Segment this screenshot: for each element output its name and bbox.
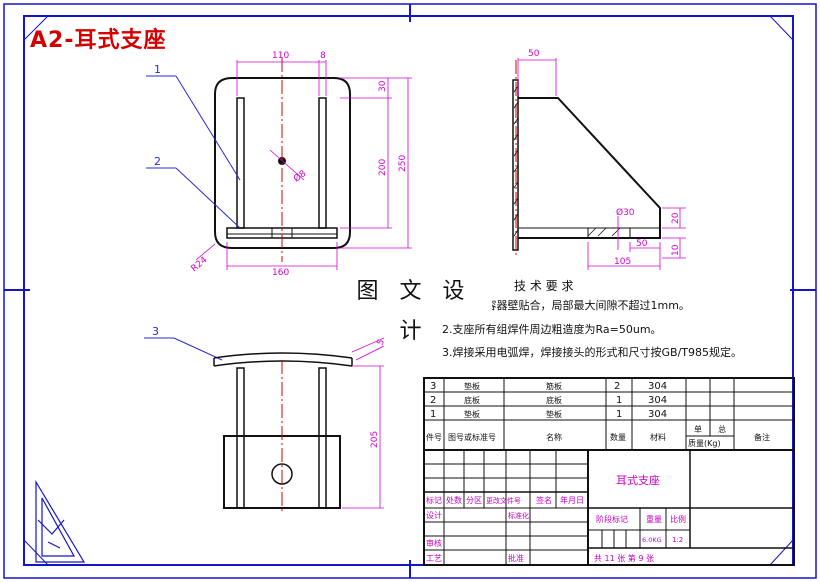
bom-row-3-no: 3 (430, 381, 436, 392)
dim-205: 205 (370, 431, 380, 448)
dim-30: 30 (378, 80, 388, 92)
tb-weight-label: 重量 (646, 514, 662, 524)
tb-review: 审核 (426, 538, 442, 548)
balloon-2: 2 (154, 155, 161, 168)
tb-label-sign: 签名 (536, 495, 552, 505)
balloon-1: 1 (154, 63, 161, 76)
tb-label-zone: 分区 (466, 496, 482, 505)
drawing-title: A2-耳式支座 (30, 28, 167, 53)
bom-row-1-qty: 1 (616, 409, 622, 420)
balloon-3: 3 (152, 325, 159, 338)
side-view (512, 79, 661, 251)
bom-row-2-material: 304 (648, 395, 667, 406)
bom-row-1-material: 304 (648, 409, 667, 420)
tb-process: 工艺 (426, 554, 442, 563)
bom-row-1-no: 1 (430, 409, 436, 420)
tb-scale-label: 比例 (670, 514, 686, 524)
top-dimensions (342, 337, 385, 509)
bom-header-weight: 质量(Kg) (688, 438, 721, 448)
notes-heading: 技 术 要 求 (514, 279, 573, 293)
corner-marks (23, 15, 794, 566)
tb-label-change: 更改文件号 (486, 496, 521, 505)
dim-d8: Ø8 (291, 168, 308, 185)
tb-label-date: 年月日 (560, 495, 584, 505)
dim-250: 250 (398, 155, 408, 172)
dim-10: 10 (671, 244, 681, 256)
bom-header-remark: 备注 (754, 432, 770, 442)
side-dimensions (517, 58, 686, 270)
bom-header-name: 名称 (546, 432, 562, 442)
dim-110: 110 (272, 51, 289, 61)
side-hatch (513, 85, 621, 237)
title-block-lines (423, 449, 795, 566)
dim-200: 200 (378, 159, 388, 176)
dim-50-bottom: 50 (636, 239, 648, 249)
dim-r24: R24 (190, 255, 210, 274)
dim-50-top: 50 (528, 49, 540, 59)
dim-8: 8 (320, 51, 326, 61)
bom-header-qty: 数量 (610, 432, 626, 442)
tb-drawing-name: 耳式支座 (616, 473, 660, 487)
watermark-text: 图 文 设 计 (336, 272, 492, 344)
bom-row-2-code: 底板 (464, 395, 480, 405)
tb-design: 设计 (426, 510, 442, 520)
tb-standardize: 标准化 (508, 511, 529, 520)
bom-row-2-name: 底板 (546, 395, 562, 405)
tb-weight-value: 6.0KG (642, 536, 662, 544)
dim-105: 105 (614, 257, 631, 267)
bom-header-no: 件号 (426, 432, 442, 442)
orientation-triangle (35, 479, 86, 563)
bom-header-code: 图号或标准号 (448, 432, 496, 442)
tb-approve: 批准 (508, 553, 524, 563)
note-1: 1.底板与容器壁贴合，局部最大间隙不超过1mm。 (442, 298, 690, 312)
dim-5: 5 (376, 338, 387, 347)
bom-header-total: 总 (718, 424, 726, 434)
tb-label-mark: 标记 (426, 495, 442, 505)
tb-label-count: 处数 (446, 495, 462, 505)
bom-row-2-qty: 1 (616, 395, 622, 406)
bom-row-3-name: 筋板 (546, 381, 562, 391)
bom-header-unit: 单 (694, 424, 702, 434)
bom-row-3-material: 304 (648, 381, 667, 392)
tb-scale-value: 1:2 (672, 536, 683, 544)
front-dimensions (195, 60, 412, 270)
dim-160: 160 (272, 268, 289, 278)
top-view (213, 352, 353, 509)
bom-row-1-name: 垫板 (546, 409, 562, 419)
dim-20: 20 (671, 212, 681, 224)
bom-header-material: 材料 (650, 432, 666, 442)
tb-sheets: 共 11 张 第 9 张 (594, 553, 654, 563)
bom-cells: 3 垫板 筋板 2 304 2 底板 底板 1 304 1 垫板 垫板 1 30… (426, 381, 770, 448)
bom-row-3-code: 垫板 (464, 381, 480, 391)
bom-row-2-no: 2 (430, 395, 436, 406)
note-3: 3.焊接采用电弧焊，焊接接头的形式和尺寸按GB/T985规定。 (442, 345, 742, 359)
bom-row-3-qty: 2 (614, 381, 620, 392)
centering-marks (4, 4, 816, 578)
tb-stage-mark: 阶段标记 (596, 514, 628, 524)
bom-row-1-code: 垫板 (464, 409, 480, 419)
title-block-text: 标记 处数 分区 更改文件号 签名 年月日 设计 标准化 审核 工艺 批准 耳式… (426, 473, 686, 563)
leaders (144, 75, 241, 361)
note-2: 2.支座所有组焊件周边粗造度为Ra=50um。 (442, 322, 662, 336)
dim-d30: Ø30 (616, 207, 635, 218)
